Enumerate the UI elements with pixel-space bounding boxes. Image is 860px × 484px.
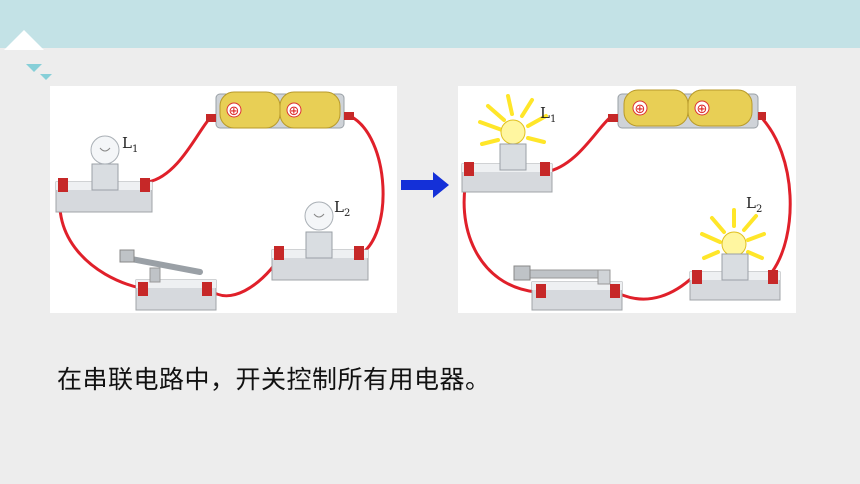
circuit-diagram-open: ⊕ ⊕ L1 L2	[55, 91, 385, 311]
lamp-l2-label: L2	[334, 198, 350, 219]
glow-rays	[700, 208, 766, 260]
battery-clip-left	[608, 114, 618, 122]
battery: ⊕ ⊕	[608, 89, 766, 129]
wire-switch-lamp2	[208, 258, 280, 298]
lamp-l2-lit: L2	[689, 194, 781, 301]
lamp-l1-label: L1	[122, 134, 138, 155]
corner-decoration	[4, 30, 52, 80]
battery-clip-right	[758, 112, 766, 120]
glow-rays	[478, 94, 548, 146]
wire-switch-lamp2	[610, 274, 696, 301]
wire-battery-lamp2	[348, 114, 385, 258]
battery-terminal-1: ⊕	[635, 102, 646, 117]
switch-closed	[513, 265, 623, 311]
wire-battery-lamp2	[758, 114, 792, 274]
switch-open	[119, 249, 217, 311]
battery-terminal-1: ⊕	[229, 104, 240, 119]
wire-lamp1-battery	[146, 114, 214, 184]
lamp-l1: L1	[55, 134, 153, 213]
circuit-panel-open: ⊕ ⊕ L1 L2	[50, 86, 397, 313]
deco-triangle-teal	[26, 64, 42, 72]
circuit-diagram-closed: ⊕ ⊕ L1	[461, 89, 792, 311]
battery-terminal-2: ⊕	[697, 102, 708, 117]
lamp-l2: L2	[271, 198, 369, 281]
battery: ⊕ ⊕	[206, 91, 354, 129]
lamp-l1-lit: L1	[461, 94, 556, 193]
lamp-l2-label: L2	[746, 194, 762, 215]
battery-clip-left	[206, 114, 216, 122]
lamp-l1-label: L1	[540, 104, 556, 125]
battery-terminal-2: ⊕	[289, 104, 300, 119]
arrow-right-icon	[401, 172, 449, 198]
caption-text: 在串联电路中，开关控制所有用电器。	[57, 365, 491, 394]
deco-triangle-teal-small	[40, 74, 52, 80]
wire-lamp1-battery	[544, 114, 614, 174]
circuit-panel-closed: ⊕ ⊕ L1	[458, 86, 796, 313]
wires	[462, 114, 792, 301]
header-bar	[0, 0, 860, 48]
deco-triangle-white	[4, 30, 44, 50]
battery-clip-right	[344, 112, 354, 120]
